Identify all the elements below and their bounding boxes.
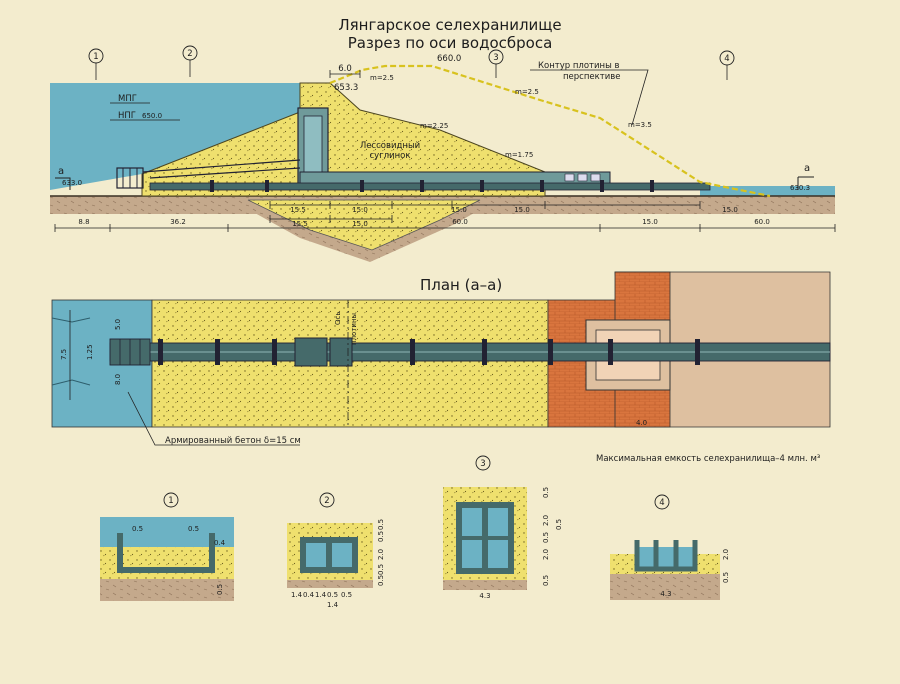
svg-text:0.5: 0.5	[722, 572, 730, 583]
concrete-note: Армированный бетон δ=15 см	[165, 436, 301, 446]
svg-text:36.2: 36.2	[170, 218, 186, 226]
svg-text:1.4: 1.4	[315, 591, 327, 599]
svg-text:0.5: 0.5	[132, 525, 143, 533]
svg-text:1: 1	[93, 52, 98, 62]
plan-view: Ось плотины 7.5 5.0 1.25 8.0 4.0 Армиров…	[51, 271, 831, 464]
svg-text:0.5: 0.5	[188, 525, 199, 533]
svg-text:2: 2	[324, 496, 329, 506]
svg-text:15.5: 15.5	[290, 206, 306, 214]
svg-text:3: 3	[493, 53, 498, 63]
dam-outline-label-2: перспективе	[563, 72, 621, 82]
dam-outline-dashed	[329, 64, 771, 198]
svg-text:2.0: 2.0	[542, 549, 550, 560]
soil-label-1: Лессовидный	[360, 141, 420, 151]
crest-width-label: 6.0	[338, 64, 352, 74]
elev-inlet: 633.0	[62, 179, 82, 187]
svg-text:60.0: 60.0	[452, 218, 468, 226]
plan-dim-d: 8.0	[114, 374, 122, 385]
elev-outlet: 630.3	[790, 184, 810, 192]
svg-text:15.0: 15.0	[514, 206, 530, 214]
dam-body	[141, 82, 546, 197]
level-mpg: МПГ	[118, 94, 137, 104]
slope-label-3: m=2.25	[420, 122, 448, 130]
svg-text:2.0: 2.0	[722, 549, 730, 560]
slope-label-4: m=3.5	[628, 121, 652, 129]
svg-text:4: 4	[724, 54, 729, 64]
detail-1: 1 0.5 0.5 0.4 0.5	[100, 492, 234, 601]
title: Лянгарское селехранилище	[338, 16, 561, 34]
svg-text:0.5: 0.5	[327, 591, 338, 599]
svg-text:0.4: 0.4	[303, 591, 315, 599]
svg-text:3: 3	[480, 459, 485, 469]
elev-crest: 653.3	[334, 83, 358, 93]
plan-axis-label-1: Ось	[334, 312, 342, 325]
svg-text:0.5: 0.5	[377, 575, 385, 586]
svg-text:0.5: 0.5	[341, 591, 352, 599]
dam-outline-label-1: Контур плотины в	[538, 61, 620, 71]
section-mark-a-left: а	[58, 166, 64, 177]
slope-label-2: m=2.5	[515, 88, 539, 96]
svg-text:60.0: 60.0	[754, 218, 770, 226]
svg-text:0.5: 0.5	[542, 575, 550, 586]
svg-text:0.5: 0.5	[216, 584, 224, 595]
svg-text:0.5: 0.5	[377, 519, 385, 530]
svg-text:1.4: 1.4	[327, 601, 339, 609]
svg-text:1.4: 1.4	[291, 591, 303, 599]
svg-text:0.5: 0.5	[542, 532, 550, 543]
svg-text:4.3: 4.3	[479, 592, 490, 600]
elev-top: 660.0	[437, 54, 461, 64]
svg-text:15.0: 15.0	[722, 206, 738, 214]
marker-1: 1	[88, 48, 104, 80]
slope-label-1: m=2.5	[370, 74, 394, 82]
plan-dim-a: 5.0	[114, 319, 122, 330]
svg-text:0.5: 0.5	[555, 519, 563, 530]
svg-text:2.0: 2.0	[377, 549, 385, 560]
detail-3: 3 0.5 2.0 0.5 2.0 0.5 4.3 0.5	[443, 455, 563, 600]
cutoff-trench-fill	[247, 199, 481, 251]
svg-text:1: 1	[168, 496, 173, 506]
npg-value: 650.0	[142, 112, 162, 120]
slope-label-5: m=1.75	[505, 151, 533, 159]
svg-text:0.5: 0.5	[377, 564, 385, 575]
detail-4: 4 2.0 0.5 4.3	[610, 494, 730, 600]
svg-text:4: 4	[659, 498, 664, 508]
svg-text:2.0: 2.0	[542, 515, 550, 526]
capacity-note: Максимальная емкость селехранилища–4 млн…	[596, 454, 820, 464]
marker-3: 3	[488, 49, 504, 78]
section-mark-a-right: а	[804, 163, 810, 174]
svg-text:15.0: 15.0	[352, 206, 368, 214]
plan-dim-b: 1.25	[86, 344, 94, 360]
svg-text:15.5: 15.5	[292, 220, 308, 228]
plan-dim-c: 7.5	[60, 349, 68, 360]
soil-label-2: суглинок	[369, 151, 410, 161]
subtitle: Разрез по оси водосброса	[348, 34, 553, 52]
svg-text:4.3: 4.3	[660, 590, 671, 598]
reservoir-water	[50, 83, 300, 190]
plan-title: План (а–а)	[420, 276, 502, 294]
level-npg: НПГ	[118, 111, 136, 121]
marker-2: 2	[182, 45, 198, 77]
plan-dim-e: 4.0	[636, 419, 647, 427]
plan-axis-label-2: плотины	[350, 313, 358, 345]
svg-text:15.0: 15.0	[352, 220, 368, 228]
section-view: 6.0 653.3 660.0 m=2.5 m=2.5 m=2.25 m=3.5…	[50, 45, 836, 262]
svg-text:0.4: 0.4	[214, 539, 226, 547]
svg-text:0.5: 0.5	[542, 487, 550, 498]
detail-2: 2 0.5 0.5 2.0 0.5 0.5 1.4 0.4 1.4 0.5 0.…	[287, 492, 385, 609]
svg-text:2: 2	[187, 49, 192, 59]
svg-text:15.0: 15.0	[451, 206, 467, 214]
svg-text:0.5: 0.5	[377, 531, 385, 542]
svg-text:8.8: 8.8	[78, 218, 89, 226]
marker-4: 4	[719, 50, 735, 80]
svg-text:15.0: 15.0	[642, 218, 658, 226]
